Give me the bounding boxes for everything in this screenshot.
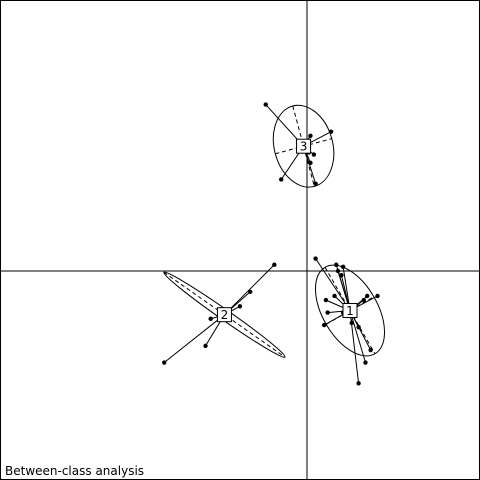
data-point-class-2-4 [203,343,208,349]
data-point-class-1-3 [332,293,337,299]
data-point-class-1-8 [349,320,354,326]
class-label-3: 3 [300,140,308,154]
data-point-class-1-1 [334,262,339,267]
star-segment-class-1-0 [315,258,351,311]
data-point-class-3-0 [263,102,268,107]
data-point-class-1-0 [313,256,318,261]
star-segment-class-1-14 [349,310,366,363]
data-point-class-1-2 [340,264,346,270]
class-label-1: 1 [346,304,354,318]
star-segment-class-2-0 [224,264,275,316]
data-point-class-2-3 [208,316,213,322]
class-label-2: 2 [221,308,229,322]
data-point-class-1-15 [356,381,361,386]
class-label-box-1 [342,303,358,319]
data-point-class-3-5 [313,181,318,186]
chart-caption: Between-class analysis [5,464,144,478]
ellipse-axis-major-class-1 [325,296,375,325]
data-point-class-3-3 [311,152,317,157]
data-point-class-2-1 [248,289,253,294]
data-point-class-1-17 [335,268,341,274]
data-point-class-3-2 [308,133,313,138]
class-label-box-2 [216,307,232,323]
data-point-class-1-11 [365,293,370,299]
data-point-class-1-12 [361,297,366,303]
star-segment-class-2-5 [163,314,225,363]
data-point-class-3-1 [328,129,334,134]
data-point-class-3-6 [279,177,284,182]
data-point-class-1-9 [356,324,361,330]
data-point-class-1-14 [363,360,368,365]
data-point-class-2-2 [237,304,243,309]
data-point-class-2-5 [162,360,167,365]
data-point-class-1-13 [368,347,373,353]
points-group [162,102,380,386]
class-label-box-3 [296,138,312,154]
data-point-class-1-4 [323,297,329,303]
data-point-class-2-0 [272,262,277,267]
data-point-class-1-5 [325,310,330,315]
data-point-class-1-7 [322,322,327,328]
data-point-class-3-4 [308,160,313,166]
data-point-class-1-16 [339,272,344,278]
class-labels-group: 1 2 3 [216,138,358,323]
data-point-class-1-10 [375,293,380,299]
